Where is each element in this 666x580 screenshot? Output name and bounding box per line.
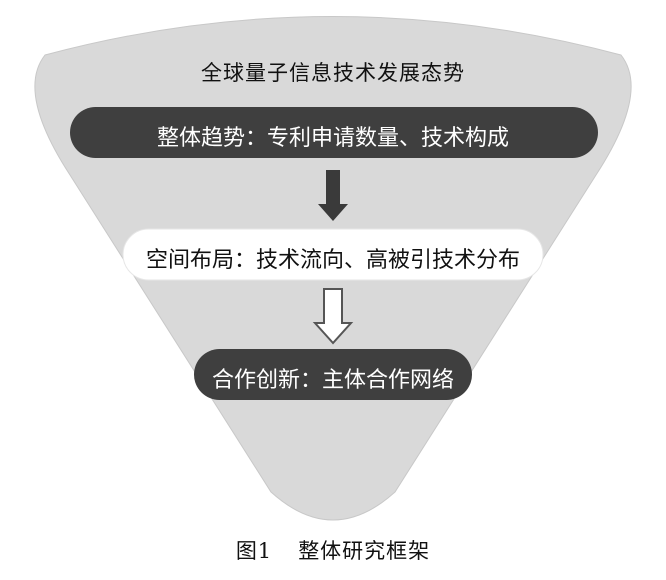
level-3-label: 合作创新：主体合作网络	[211, 368, 454, 393]
level-bar-2	[122, 228, 544, 281]
level-bar-1	[70, 107, 598, 158]
figure-caption: 图1 整体研究框架	[0, 535, 666, 565]
arrow-down-outline	[312, 288, 354, 345]
figure-number: 图1	[235, 539, 273, 563]
level-1-label: 整体趋势：专利申请数量、技术构成	[156, 126, 509, 151]
level-2-label: 空间布局：技术流向、高被引技术分布	[145, 248, 520, 273]
figure-title: 整体研究框架	[298, 539, 431, 563]
diagram-top-label: 全球量子信息技术发展态势	[201, 61, 465, 85]
level-bar-3	[194, 349, 472, 400]
arrow-down-filled	[318, 170, 348, 221]
